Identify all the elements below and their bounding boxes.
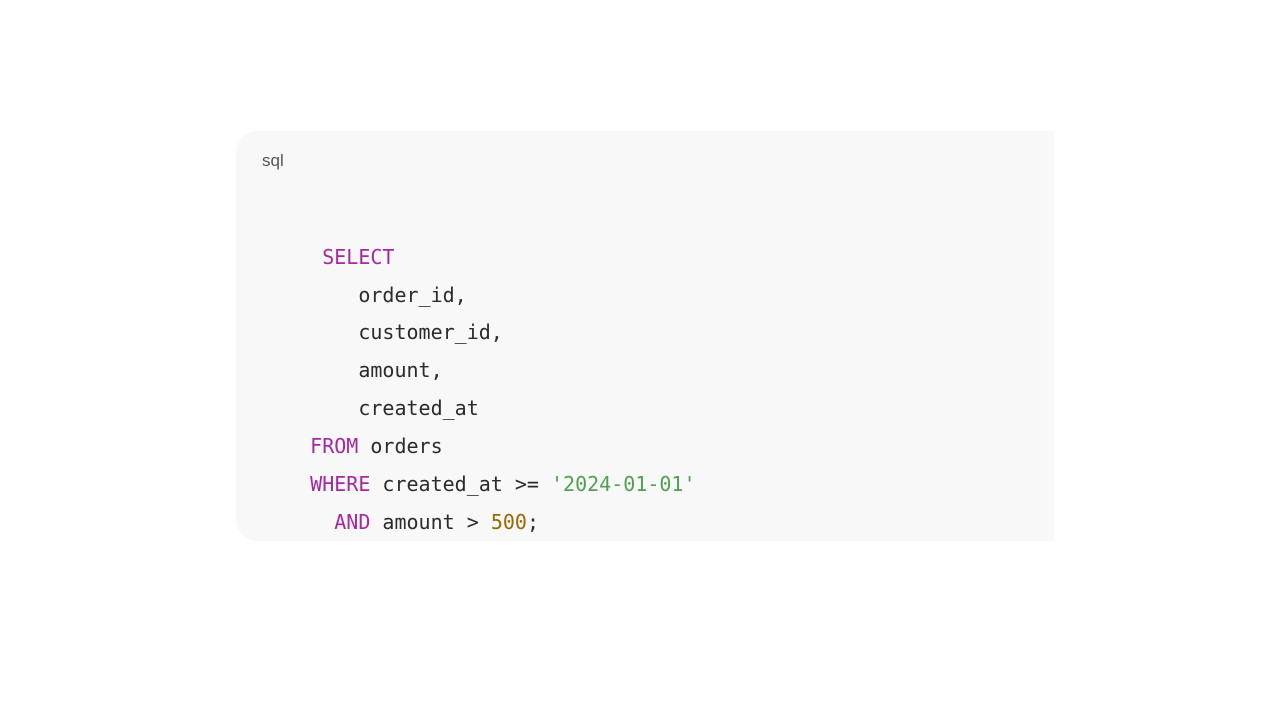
code-line: order_id,: [262, 259, 467, 331]
code-token-text: created_at: [310, 396, 479, 420]
code-token-keyword: SELECT: [310, 245, 395, 269]
code-token-text: [310, 510, 334, 534]
code-token-text: amount >: [370, 510, 491, 534]
code-block: sql SELECT order_id, customer_id, amount…: [236, 131, 1054, 541]
code-token-text: customer_id,: [310, 320, 503, 344]
code-line: created_at: [262, 372, 479, 444]
code-line: amount,: [262, 334, 443, 406]
code-token-number: 500: [490, 510, 527, 534]
code-token-text: order_id,: [310, 283, 467, 307]
code-token-text: amount,: [310, 358, 443, 382]
code-line: AND amount > 500;: [262, 486, 539, 558]
code-line: SELECT: [262, 221, 394, 293]
code-token-keyword: WHERE: [310, 472, 371, 496]
code-token-keyword: AND: [334, 510, 371, 534]
code-line: FROM orders: [262, 410, 443, 482]
code-token-text: created_at >=: [370, 472, 552, 496]
code-token-string: '2024-01-01': [551, 472, 696, 496]
code-token-text: orders: [358, 434, 443, 458]
code-line: customer_id,: [262, 296, 503, 368]
code-token-keyword: FROM: [310, 434, 359, 458]
code-language-label: sql: [262, 151, 284, 170]
code-line: WHERE created_at >= '2024-01-01': [262, 448, 696, 520]
code-token-text: ;: [526, 510, 539, 534]
